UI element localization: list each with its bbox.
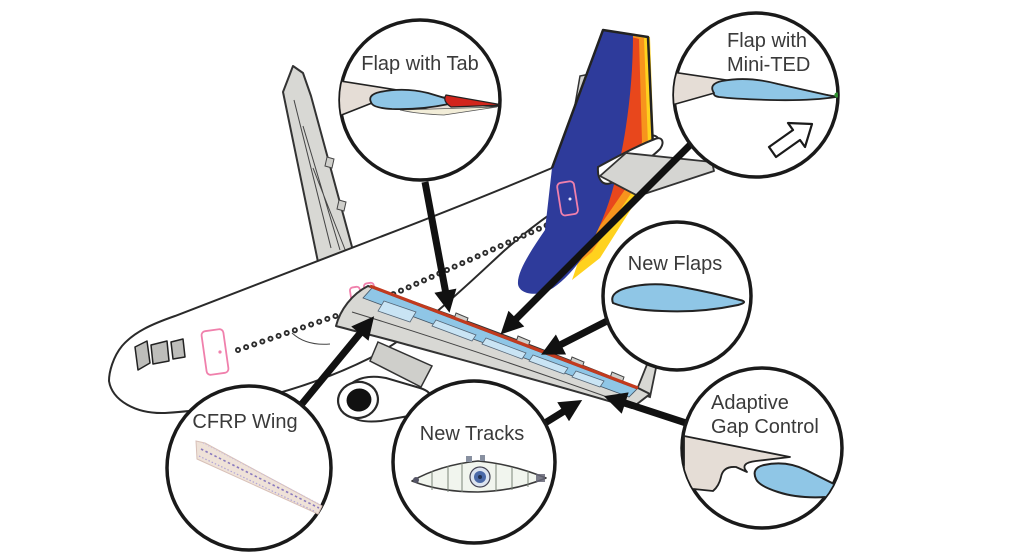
flap-airfoil <box>753 462 842 499</box>
engine-pylon <box>369 341 434 389</box>
cfrp-wing-planform <box>195 440 323 515</box>
callout-label-line2: Gap Control <box>711 416 819 438</box>
connectors <box>298 135 700 427</box>
wing-section-beige <box>683 435 791 492</box>
rear-door <box>556 180 579 217</box>
belly-fairing-line <box>291 332 331 345</box>
tab-underside <box>399 106 498 116</box>
cockpit-windows <box>134 338 186 371</box>
callout-flap-with-mini-ted: Flap with Mini-TED <box>672 11 840 179</box>
trailing-edge-line <box>369 284 639 390</box>
callout-label: CFRP Wing <box>192 411 297 433</box>
tail <box>517 28 715 294</box>
callout-label-line2: Mini-TED <box>727 54 810 76</box>
flap-airfoil <box>611 283 745 313</box>
callout-label: New Tracks <box>420 423 524 445</box>
connector-flap-with-tab <box>421 181 457 313</box>
mini-ted-device <box>834 92 838 98</box>
callout-label-line1: Flap with <box>727 30 807 52</box>
front-door <box>200 328 230 376</box>
connector-new-flaps <box>541 317 609 355</box>
callout-label-line1: Adaptive <box>711 392 789 414</box>
callout-new-flaps: New Flaps <box>601 220 753 372</box>
fin-outline <box>550 28 655 169</box>
tab-red <box>444 94 500 108</box>
callouts: Flap with Tab Flap with Mini-TED New <box>165 11 844 552</box>
engine-inlet <box>346 388 372 412</box>
callout-flap-with-tab: Flap with Tab <box>338 18 502 182</box>
track-drawing <box>411 455 547 493</box>
connector-adaptive-gap-control <box>603 392 688 427</box>
callout-label: Flap with Tab <box>361 53 478 75</box>
front-door-handle <box>218 350 222 354</box>
engine <box>336 341 434 423</box>
flap-airfoil <box>711 78 837 102</box>
callout-adaptive-gap-control: Adaptive Gap Control <box>680 366 844 530</box>
callout-cfrp-wing: CFRP Wing <box>165 384 333 552</box>
aircraft <box>107 28 715 423</box>
window-rows <box>235 219 557 353</box>
callout-new-tracks: New Tracks <box>391 379 557 545</box>
main-wing <box>335 284 658 409</box>
callout-label: New Flaps <box>628 253 722 275</box>
direction-arrow-icon <box>767 121 814 159</box>
connector-new-tracks <box>543 399 583 426</box>
fin-blue <box>517 30 633 294</box>
connector-cfrp-wing <box>298 316 375 408</box>
spoiler-panels <box>377 300 605 388</box>
connector-flap-with-mini-ted <box>500 135 700 335</box>
